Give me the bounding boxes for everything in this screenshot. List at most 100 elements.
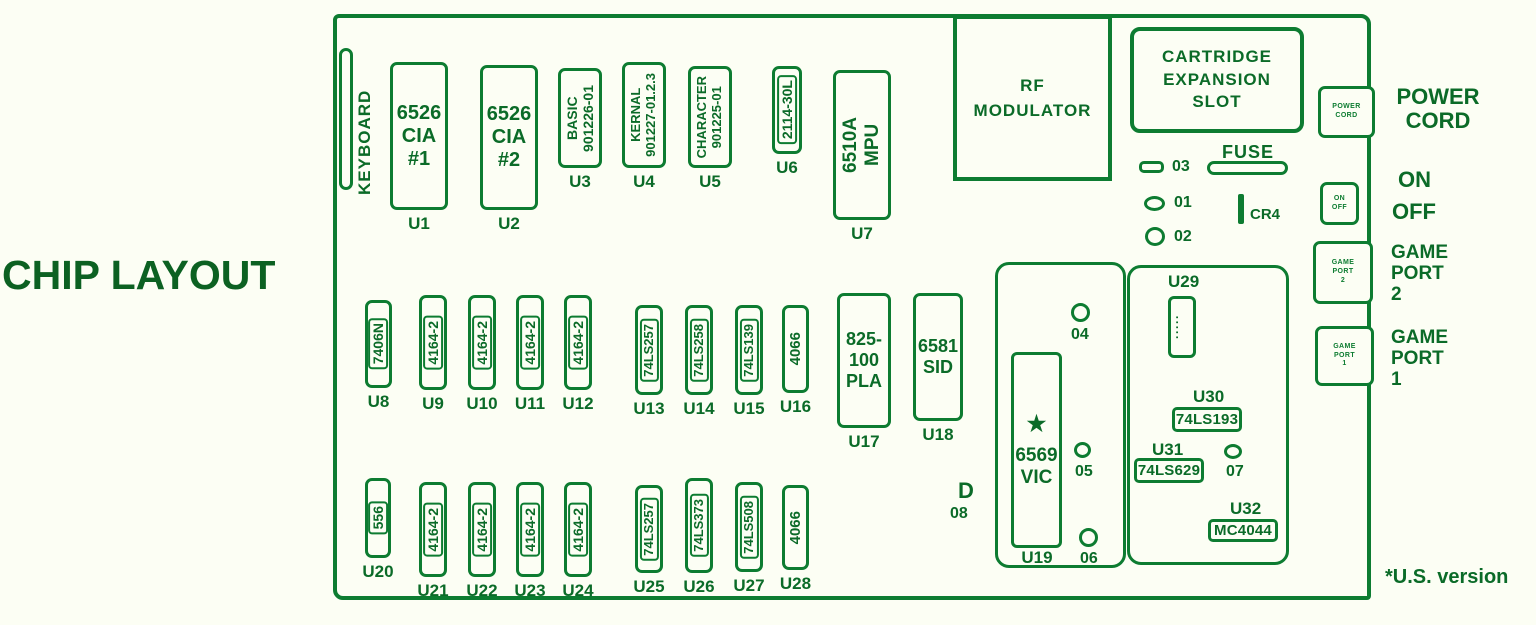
test-point-04-label: 04 bbox=[1071, 326, 1089, 343]
rf-modulator-box: RF MODULATOR bbox=[953, 15, 1112, 181]
chip-ref-u5: U5 bbox=[699, 172, 721, 191]
chip-u5: CHARACTER 901225-01 bbox=[688, 66, 732, 168]
chip-u2: 6526 CIA #2 bbox=[480, 65, 538, 210]
test-point-07-shape bbox=[1224, 444, 1242, 459]
chip-part-label: 4164-2 bbox=[567, 315, 589, 370]
chip-part-label: 74LS373 bbox=[689, 494, 709, 557]
chip-ref-u10: U10 bbox=[466, 394, 498, 413]
test-point-05-shape bbox=[1074, 442, 1091, 458]
chip-part-label: 6510A MPU bbox=[840, 117, 883, 173]
cr4-diode-shape bbox=[1238, 194, 1244, 224]
chip-part-label: 74LS257 bbox=[639, 497, 659, 561]
chip-part-label: 6526 CIA #2 bbox=[486, 103, 532, 171]
chip-u9: 4164-2 bbox=[419, 295, 447, 390]
chip-ref-u1: U1 bbox=[408, 214, 430, 233]
chip-part-label: 4164-2 bbox=[567, 502, 589, 557]
chip-part-label: 825- 100 PLA bbox=[845, 329, 883, 391]
power-switch-connector: ON OFF bbox=[1320, 182, 1359, 225]
test-point-07-label: 07 bbox=[1226, 463, 1244, 480]
chip-u22: 4164-2 bbox=[468, 482, 496, 577]
chip-ref-u14: U14 bbox=[683, 399, 715, 418]
component-03-shape bbox=[1139, 161, 1164, 173]
chip-u24: 4164-2 bbox=[564, 482, 592, 577]
chip-ref-u21: U21 bbox=[417, 581, 449, 600]
chip-ref-u9: U9 bbox=[422, 394, 444, 413]
component-03-label: 03 bbox=[1172, 158, 1190, 175]
power-cord-label: POWER CORD bbox=[1396, 84, 1480, 134]
chip-ref-u18: U18 bbox=[922, 425, 954, 444]
keyboard-label: KEYBOARD bbox=[355, 89, 374, 195]
vic-shield-outline bbox=[995, 262, 1126, 568]
test-point-05-label: 05 bbox=[1075, 463, 1093, 480]
chip-ref-u28: U28 bbox=[779, 574, 812, 593]
chip-part-label: 6581 SID bbox=[917, 336, 959, 377]
game-port-2-label: GAME PORT 2 bbox=[1391, 242, 1448, 305]
chip-ref-u26: U26 bbox=[683, 577, 715, 596]
cartridge-expansion-slot-box: CARTRIDGE EXPANSION SLOT bbox=[1130, 27, 1304, 133]
chip-part-label: 4164-2 bbox=[471, 502, 493, 557]
chip-u30: 74LS193 bbox=[1172, 407, 1242, 432]
chip-ref-u22: U22 bbox=[466, 581, 498, 600]
motherboard-outline bbox=[333, 14, 1371, 600]
chip-ref-u17: U17 bbox=[848, 432, 880, 451]
chip-u6: 2114-30L bbox=[772, 66, 802, 154]
chip-part-label: 4164-2 bbox=[519, 502, 541, 557]
component-01-label: 01 bbox=[1174, 194, 1192, 211]
chip-u20: 556 bbox=[365, 478, 391, 558]
keyboard-connector bbox=[339, 48, 353, 190]
off-label: OFF bbox=[1392, 199, 1436, 224]
chip-u16: 4066 bbox=[782, 305, 809, 393]
chip-u27: 74LS508 bbox=[735, 482, 763, 572]
chip-u28: 4066 bbox=[782, 485, 809, 570]
power-cord-connector: POWER CORD bbox=[1318, 86, 1375, 138]
us-version-note: *U.S. version bbox=[1385, 566, 1509, 588]
chip-u23: 4164-2 bbox=[516, 482, 544, 577]
game-port-1-label: GAME PORT 1 bbox=[1391, 327, 1448, 390]
chip-part-label: 74LS257 bbox=[639, 318, 659, 382]
chip-ref-u30: U30 bbox=[1193, 387, 1225, 406]
chip-part-label: 4164-2 bbox=[519, 315, 541, 370]
chip-part-label: 74LS139 bbox=[739, 318, 759, 382]
chip-ref-u31: U31 bbox=[1152, 440, 1184, 459]
asterisk-star-icon: ★ bbox=[1026, 411, 1047, 437]
chip-part-label: 74LS258 bbox=[689, 318, 709, 382]
chip-ref-u4: U4 bbox=[633, 172, 655, 191]
chip-u15: 74LS139 bbox=[735, 305, 763, 395]
chip-u8: 7406N bbox=[365, 300, 392, 388]
chip-u1: 6526 CIA #1 bbox=[390, 62, 448, 210]
chip-part-label: KERNAL 901227-01.2.3 bbox=[628, 73, 658, 157]
chip-part-label: 4066 bbox=[786, 510, 804, 545]
test-point-04-shape bbox=[1071, 303, 1090, 322]
game-port-2-connector: GAME PORT 2 bbox=[1313, 241, 1373, 304]
chip-ref-u19: U19 bbox=[1021, 548, 1053, 567]
chip-u14: 74LS258 bbox=[685, 305, 713, 395]
chip-part-label: 4066 bbox=[786, 332, 804, 366]
chip-part-label: 74LS508 bbox=[739, 495, 759, 559]
chip-ref-u3: U3 bbox=[569, 172, 591, 191]
chip-ref-u24: U24 bbox=[562, 581, 594, 600]
component-02-label: 02 bbox=[1174, 228, 1192, 245]
chip-ref-u6: U6 bbox=[776, 158, 798, 177]
chip-part-label: 556 bbox=[367, 501, 389, 535]
chip-part-label: 4164-2 bbox=[471, 315, 493, 370]
chip-ref-u15: U15 bbox=[733, 399, 765, 418]
chip-u18: 6581 SID bbox=[913, 293, 963, 421]
chip-part-label: 4164-2 bbox=[422, 502, 444, 557]
chip-ref-u16: U16 bbox=[779, 397, 812, 416]
chip-ref-u20: U20 bbox=[362, 562, 394, 581]
chip-u17: 825- 100 PLA bbox=[837, 293, 891, 428]
chip-u7: 6510A MPU bbox=[833, 70, 891, 220]
chip-part-label: 7406N bbox=[368, 318, 389, 370]
chip-u25: 74LS257 bbox=[635, 485, 663, 573]
component-02-shape bbox=[1145, 227, 1165, 246]
component-01-shape bbox=[1144, 196, 1165, 211]
chip-u29-illegible-marks: ····· bbox=[1168, 296, 1196, 358]
chip-u19: ★ 6569 VIC bbox=[1011, 352, 1062, 548]
chip-part-label: BASIC 901226-01 bbox=[563, 84, 596, 152]
chip-u21: 4164-2 bbox=[419, 482, 447, 577]
chip-u11: 4164-2 bbox=[516, 295, 544, 390]
chip-u12: 4164-2 bbox=[564, 295, 592, 390]
chip-u13: 74LS257 bbox=[635, 305, 663, 395]
chip-u4: KERNAL 901227-01.2.3 bbox=[622, 62, 666, 168]
chip-ref-u7: U7 bbox=[851, 224, 873, 243]
